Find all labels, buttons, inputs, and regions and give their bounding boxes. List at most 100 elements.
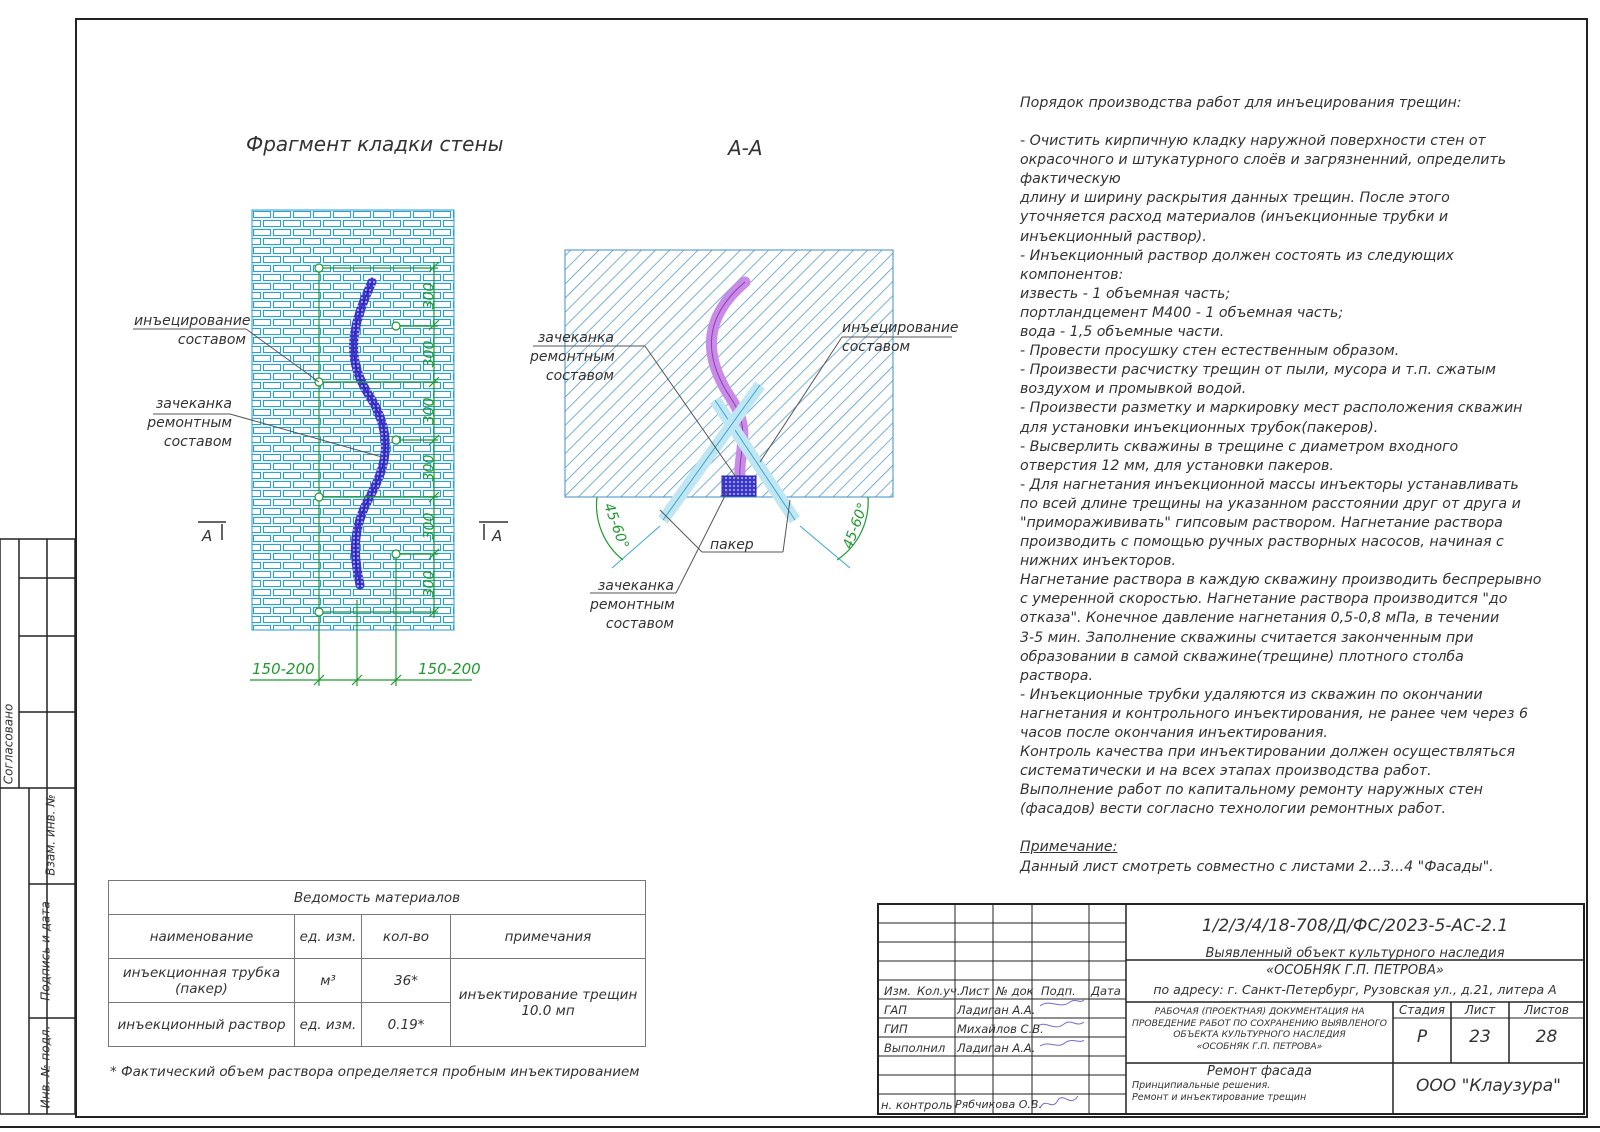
notes-line: систематически и на всех этапах производ… <box>1020 763 1432 780</box>
tb-role-gip: ГИП <box>884 1022 908 1036</box>
work-notes: Порядок производства работ для инъециров… <box>1020 94 1542 877</box>
signature-icon <box>1037 999 1085 1109</box>
tb-sheet: 23 <box>1469 1027 1491 1047</box>
dim-300-4: 300 <box>421 454 438 482</box>
fragment-title: Фрагмент кладки стены <box>246 132 504 156</box>
tb-name-controller: Рябчикова О.В. <box>955 1098 1042 1111</box>
tb-stage: Р <box>1416 1027 1428 1047</box>
notes-line: вода - 1,5 объемные части. <box>1020 324 1225 341</box>
title-block-lines <box>877 903 1585 1115</box>
notes-line: 3-5 мин. Заполнение скважины считается з… <box>1020 629 1474 646</box>
note-text: Данный лист смотреть совместно с листами… <box>1020 858 1494 875</box>
notes-line: с умеренной скоростью. Нагнетание раство… <box>1020 591 1508 608</box>
materials-header-qty: кол-во <box>361 914 451 959</box>
label-packer: пакер <box>710 537 754 553</box>
materials-row-2-qty: 0.19* <box>361 1002 451 1047</box>
materials-row-1-qty: 36* <box>361 958 451 1003</box>
tb-col-list: Лист <box>960 984 990 998</box>
tb-sheets-label: Листов <box>1524 1003 1569 1017</box>
tb-col-kolich: Кол.уч. <box>917 984 961 998</box>
notes-line: фактическую <box>1020 171 1121 188</box>
tb-stage-label: Стадия <box>1398 1003 1446 1017</box>
materials-header-unit: ед. изм. <box>294 914 362 959</box>
materials-header-name: наименование <box>108 914 295 959</box>
sheet-trim <box>0 1126 1600 1128</box>
notes-heading: Порядок производства работ для инъециров… <box>1020 95 1462 111</box>
materials-row-2-unit: ед. изм. <box>294 1002 362 1047</box>
notes-line: - Для нагнетания инъекционной массы инъе… <box>1020 476 1519 493</box>
notes-line: инъекционный раствор). <box>1020 228 1207 245</box>
dim-right-width: 150-200 <box>418 660 481 678</box>
tb-sheet-label: Лист <box>1464 1003 1496 1017</box>
section-packers <box>611 381 851 569</box>
section-marker-right: А <box>492 527 503 545</box>
materials-header-remark: примечания <box>450 914 646 959</box>
section-markers <box>198 521 508 540</box>
notes-line: Выполнение работ по капитальному ремонту… <box>1020 782 1483 799</box>
notes-line: - Инъекционные трубки удаляются из скваж… <box>1020 686 1483 703</box>
packer-points <box>314 263 401 617</box>
materials-remark: инъектирование трещин 10.0 мп <box>450 958 646 1047</box>
angle-arcs <box>595 496 869 561</box>
dim-300-3: 300 <box>421 397 438 425</box>
dim-left-width: 150-200 <box>252 660 315 678</box>
notes-line: часов после окончания инъектирования. <box>1020 725 1328 741</box>
tb-col-izm: Изм. <box>884 984 912 998</box>
materials-row-1-name: инъекционная трубка (пакер) <box>108 958 295 1003</box>
notes-line: - Высверлить скважины в трещине с диамет… <box>1020 438 1459 455</box>
notes-line: образовании в самой скважине(трещине) пл… <box>1020 648 1464 665</box>
label-injection-left: инъецирование составом <box>134 313 251 348</box>
tb-company: ООО "Клаузура" <box>1416 1076 1561 1096</box>
materials-footnote: * Фактический объем раствора определяетс… <box>110 1064 640 1080</box>
notes-line: - Инъекционный раствор должен состоять и… <box>1020 247 1454 264</box>
tb-role-gap: ГАП <box>884 1003 907 1017</box>
label-caulking-bottom: зачеканка ремонтным составом <box>590 578 675 632</box>
tb-object-line2: «ОСОБНЯК Г.П. ПЕТРОВА» <box>1266 963 1444 978</box>
notes-line: Контроль качества при инъектировании дол… <box>1020 744 1516 761</box>
notes-line: раствора. <box>1020 667 1094 684</box>
notes-line: для установки инъекционных трубок(пакеро… <box>1020 419 1379 436</box>
notes-line: - Провести просушку стен естественным об… <box>1020 343 1400 360</box>
tb-section-desc: Принципиальные решения. Ремонт и инъекти… <box>1132 1080 1307 1103</box>
section-leaders <box>533 336 952 594</box>
tb-col-date: Дата <box>1091 984 1121 998</box>
notes-line: отверстия 12 мм, для установки пакеров. <box>1020 457 1334 474</box>
materials-table: Ведомость материалов наименование ед. из… <box>108 880 646 1047</box>
materials-title: Ведомость материалов <box>108 880 646 915</box>
tb-section-title: Ремонт фасада <box>1207 1064 1312 1079</box>
tb-col-doc: № док <box>996 984 1034 998</box>
materials-row-1-unit: м³ <box>294 958 362 1003</box>
dim-300-1: 300 <box>421 282 438 310</box>
notes-line: уточняется расход материалов (инъекционн… <box>1020 209 1449 226</box>
notes-line: "приморажививать" гипсовым раствором. На… <box>1020 514 1503 531</box>
notes-line: Нагнетание раствора в каждую скважину пр… <box>1020 572 1542 589</box>
dim-300-6: 300 <box>421 570 438 598</box>
notes-line: по всей длине трещины на указанном расст… <box>1020 495 1521 512</box>
side-inv-replace: Взам. инв. № <box>43 794 58 876</box>
notes-line: нижних инъекторов. <box>1020 553 1177 570</box>
packer-markers <box>250 261 472 686</box>
side-agreed: Согласовано <box>1 703 16 785</box>
note-heading: Примечание: <box>1020 839 1118 856</box>
notes-line: компонентов: <box>1020 266 1124 283</box>
tb-role-controller: н. контроль <box>881 1098 953 1112</box>
notes-line: - Произвести расчистку трещин от пыли, м… <box>1020 362 1496 379</box>
notes-line: (фасадов) вести согласно технологии ремо… <box>1020 801 1447 818</box>
notes-line: нагнетания и контрольного инъектирования… <box>1020 705 1528 722</box>
side-sign-date: Подпись и дата <box>38 901 53 1001</box>
dim-300-2: 300 <box>421 340 438 368</box>
tb-role-done: Выполнил <box>884 1041 946 1055</box>
materials-row-2-name: инъекционный раствор <box>108 1002 295 1047</box>
tb-code: 1/2/3/4/18-708/Д/ФС/2023-5-АС-2.1 <box>1201 916 1509 936</box>
notes-gap <box>1020 113 1542 132</box>
section-wall <box>564 249 894 498</box>
label-injection-section: инъецирование составом <box>842 320 959 355</box>
notes-gap <box>1020 819 1542 838</box>
sheet-frame <box>75 18 1588 1118</box>
side-stamp-lines <box>0 538 76 1115</box>
tb-name-gip: Михайлов С.В. <box>957 1022 1044 1036</box>
notes-line: окрасочного и штукатурного слоёв и загря… <box>1020 152 1507 169</box>
notes-line: известь - 1 объемная часть; <box>1020 285 1231 302</box>
notes-line: портландцемент М400 - 1 объемная часть; <box>1020 304 1344 321</box>
